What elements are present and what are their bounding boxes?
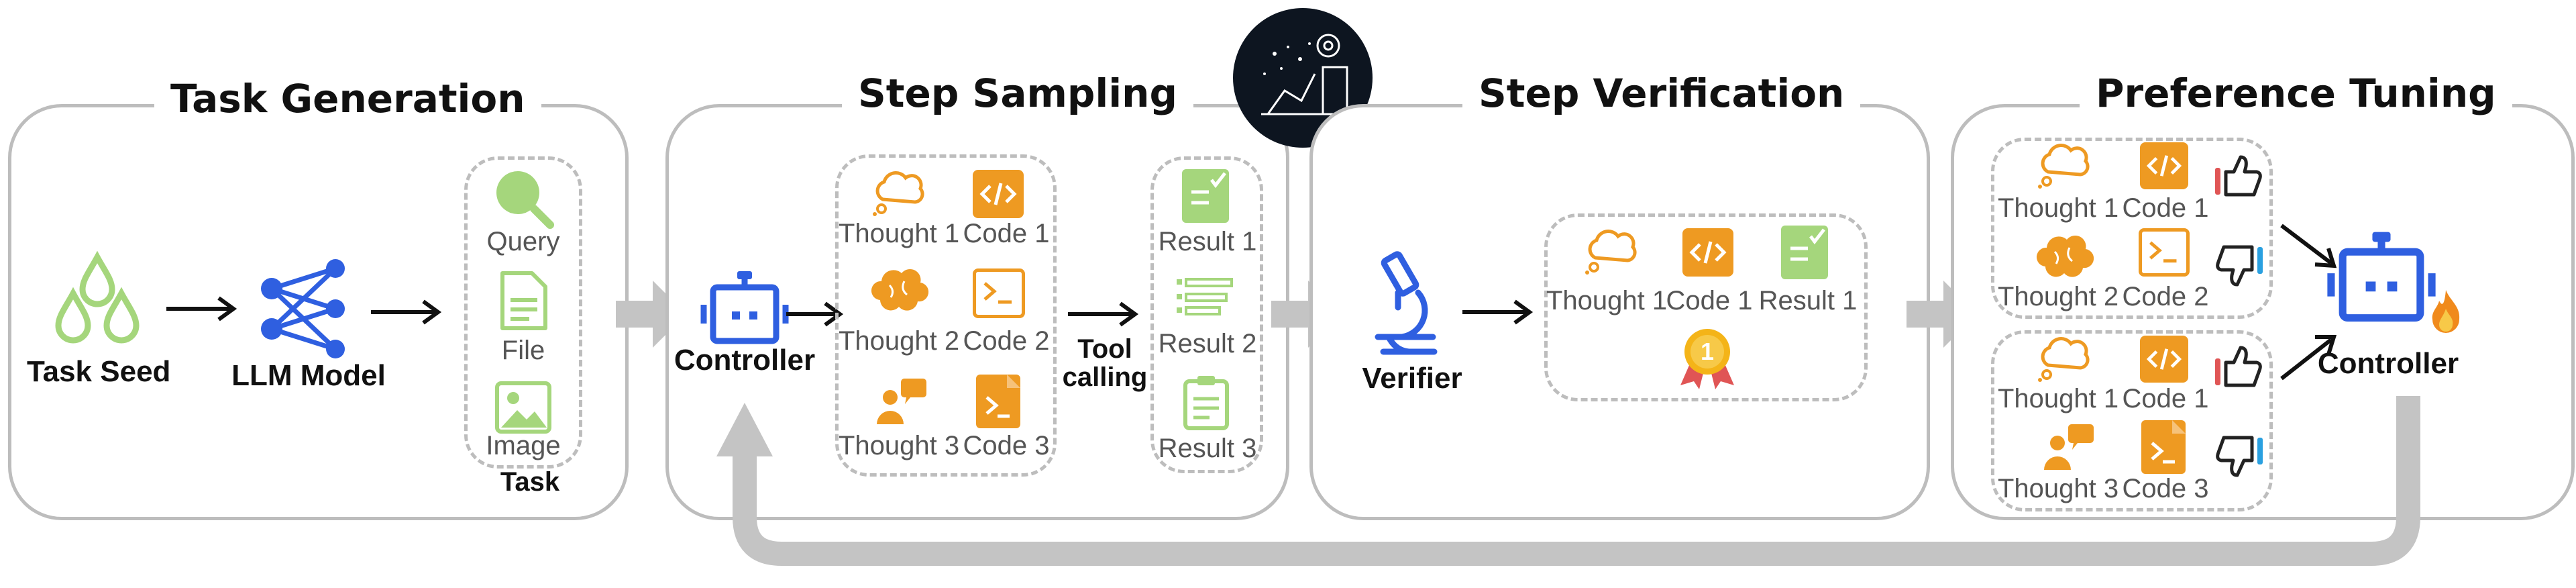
thumbs-up-icon <box>2215 155 2262 197</box>
verified-result-lines-icon <box>1790 228 1825 261</box>
pref2-code-b-label: Code 3 <box>2122 474 2209 503</box>
arrow-steps-to-results <box>1068 301 1139 327</box>
pref1-code-b-label: Code 2 <box>2122 282 2209 311</box>
verified-step-box <box>1544 213 1868 401</box>
results-box <box>1150 156 1263 473</box>
query-search-icon <box>496 171 554 229</box>
clipboard-icon <box>1183 376 1229 430</box>
microscope-icon <box>1375 251 1438 355</box>
controller-label: Controller <box>674 344 816 377</box>
pref1-thought-a-label: Thought 1 <box>1998 193 2119 223</box>
task-generation-title: Task Generation <box>154 75 541 122</box>
verified-code-label: Code 1 <box>1666 286 1753 315</box>
image-icon <box>495 381 551 434</box>
pref2-thought-cloud-icon <box>2038 337 2090 382</box>
pref1-code-a-label: Code 1 <box>2122 193 2209 223</box>
pref2-code-brackets-icon <box>2146 348 2182 370</box>
tool-calling-label-1: Tool <box>1077 334 1132 364</box>
file-icon <box>500 271 547 330</box>
code-2-label: Code 2 <box>963 326 1050 356</box>
result-list-icon <box>1177 278 1233 315</box>
thought-3-label: Thought 3 <box>839 431 960 460</box>
terminal-prompt-icon <box>983 282 1012 304</box>
task-label: Task <box>500 467 560 497</box>
person-chat-icon <box>877 379 926 424</box>
pref1-thought-b-label: Thought 2 <box>1998 282 2119 311</box>
step-sampling-title: Step Sampling <box>842 70 1193 117</box>
thought-1-label: Thought 1 <box>839 219 960 248</box>
arrow-group2-to-controller <box>2280 335 2337 381</box>
pref1-thought-cloud-icon <box>2038 144 2090 189</box>
pref2-person-chat-icon <box>2044 424 2094 470</box>
pref1-terminal-outline-icon <box>2139 228 2190 277</box>
arrow-llm-to-task <box>371 299 442 325</box>
thought-cloud-icon <box>873 171 924 216</box>
pref2-thought-a-label: Thought 1 <box>1998 384 2119 413</box>
arrow-verifier-to-steps <box>1462 299 1534 325</box>
script-prompt-icon <box>985 375 1020 418</box>
verified-thought-cloud-icon <box>1585 230 1637 275</box>
verified-result-label: Result 1 <box>1758 286 1858 315</box>
pref2-code-a-label: Code 1 <box>2122 384 2209 413</box>
result-3-label: Result 3 <box>1158 434 1257 463</box>
pref1-brain-icon <box>2036 235 2094 277</box>
robot-arm-icon <box>1261 34 1348 115</box>
arrow-group1-to-controller <box>2280 224 2337 268</box>
arrow-controller-to-steps <box>786 301 844 327</box>
controller-robot-icon <box>700 271 789 344</box>
code-3-label: Code 3 <box>963 431 1050 460</box>
pref2-thought-b-label: Thought 3 <box>1998 474 2119 503</box>
verified-code-brackets-icon <box>1689 241 1727 264</box>
preference-group-1 <box>1991 138 2273 319</box>
result-doc-lines-icon <box>1191 172 1226 205</box>
arrow-seed-to-llm <box>166 296 237 322</box>
thought-code-box <box>835 154 1057 477</box>
terminal-outline-icon <box>973 268 1025 318</box>
pref1-code-brackets-icon <box>2146 155 2182 177</box>
result-1-label: Result 1 <box>1158 227 1257 256</box>
preference-group-2 <box>1991 330 2273 511</box>
thought-2-label: Thought 2 <box>839 326 960 356</box>
thumbs-down-icon-2 <box>2216 436 2263 477</box>
thumbs-up-icon-2 <box>2215 346 2262 387</box>
task-item-query: Query <box>486 227 560 256</box>
tool-calling-label-2: calling <box>1062 362 1148 392</box>
verified-thought-label: Thought 1 <box>1546 286 1668 315</box>
task-box <box>464 156 582 469</box>
preference-tuning-title: Preference Tuning <box>2080 70 2512 117</box>
task-seed-label: Task Seed <box>27 355 171 388</box>
task-item-image: Image <box>486 431 561 460</box>
brain-icon <box>871 268 929 311</box>
verifier-label: Verifier <box>1362 362 1462 395</box>
fire-icon <box>2432 290 2460 333</box>
feedback-loop-arrow <box>716 396 2420 566</box>
tuned-controller-label: Controller <box>2317 347 2459 380</box>
result-2-label: Result 2 <box>1158 329 1257 358</box>
pref2-script-prompt-icon <box>2151 420 2186 464</box>
medal-number: 1 <box>1700 338 1715 365</box>
llm-network-icon <box>261 259 345 358</box>
code-1-label: Code 1 <box>963 219 1050 248</box>
thumbs-down-icon <box>2216 245 2263 287</box>
pref1-terminal-prompt-icon <box>2149 241 2177 263</box>
llm-model-label: LLM Model <box>231 359 386 392</box>
medal-icon <box>1680 329 1734 389</box>
code-brackets-icon <box>979 183 1017 205</box>
task-seed-icon <box>55 250 140 344</box>
task-item-file: File <box>501 336 545 365</box>
tuned-controller-robot-icon <box>2327 232 2436 322</box>
step-verification-title: Step Verification <box>1462 70 1861 117</box>
